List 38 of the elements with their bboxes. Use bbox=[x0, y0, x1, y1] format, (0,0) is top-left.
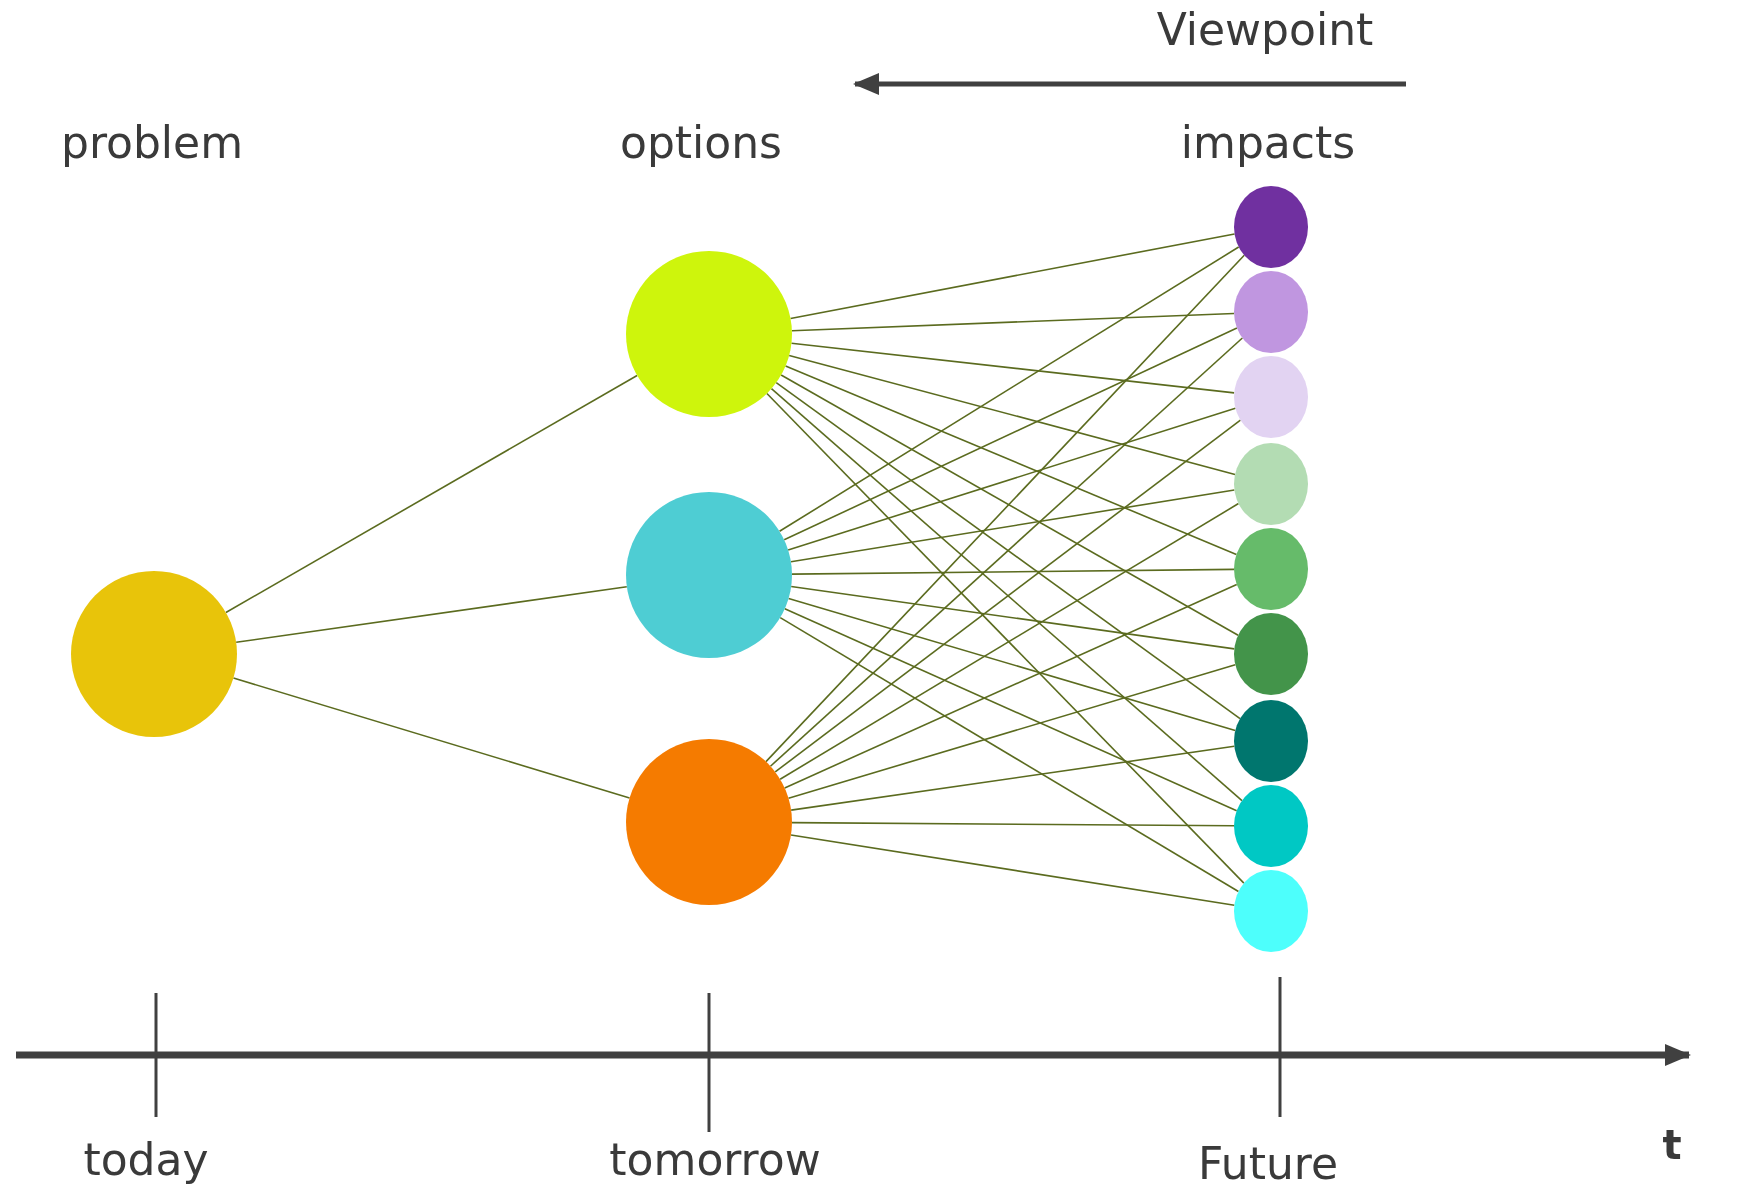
connector-line bbox=[783, 583, 1238, 789]
connector-line bbox=[780, 374, 1239, 637]
connector-line bbox=[790, 585, 1236, 650]
connector-line bbox=[779, 502, 1240, 780]
column-heading: options bbox=[619, 118, 783, 168]
connector-line bbox=[791, 568, 1235, 575]
connector-line bbox=[779, 616, 1240, 893]
column-heading: problem bbox=[60, 118, 244, 168]
connector-line bbox=[791, 821, 1235, 827]
connector-line bbox=[791, 312, 1235, 332]
axis-label: tomorrow bbox=[609, 1135, 821, 1185]
connector-line bbox=[774, 419, 1242, 773]
connector-line bbox=[232, 677, 631, 799]
connector-line bbox=[784, 608, 1238, 812]
connector-line bbox=[787, 597, 1237, 732]
connector-line bbox=[783, 327, 1238, 541]
connector-line bbox=[225, 374, 638, 614]
connector-line bbox=[766, 392, 1245, 884]
axis-label: Future bbox=[1197, 1139, 1339, 1189]
column-heading: impacts bbox=[1180, 118, 1356, 168]
axis-title: Viewpoint bbox=[1156, 5, 1374, 55]
connector-line bbox=[787, 663, 1237, 800]
connector-line bbox=[787, 407, 1237, 551]
connector-line bbox=[788, 354, 1236, 476]
connector-line bbox=[235, 585, 628, 644]
axis-label: t bbox=[1662, 1123, 1682, 1167]
connector-line bbox=[790, 745, 1236, 811]
connector-line bbox=[790, 834, 1236, 906]
connector-line bbox=[775, 381, 1241, 720]
connector-line bbox=[789, 233, 1236, 320]
connector-line bbox=[790, 489, 1236, 563]
connector-line bbox=[765, 254, 1246, 763]
connector-line bbox=[778, 246, 1240, 533]
connector-line bbox=[790, 342, 1235, 394]
connector-line bbox=[770, 387, 1243, 802]
axis-label: today bbox=[83, 1135, 209, 1185]
connector-line bbox=[784, 365, 1238, 556]
connector-line bbox=[769, 337, 1244, 767]
